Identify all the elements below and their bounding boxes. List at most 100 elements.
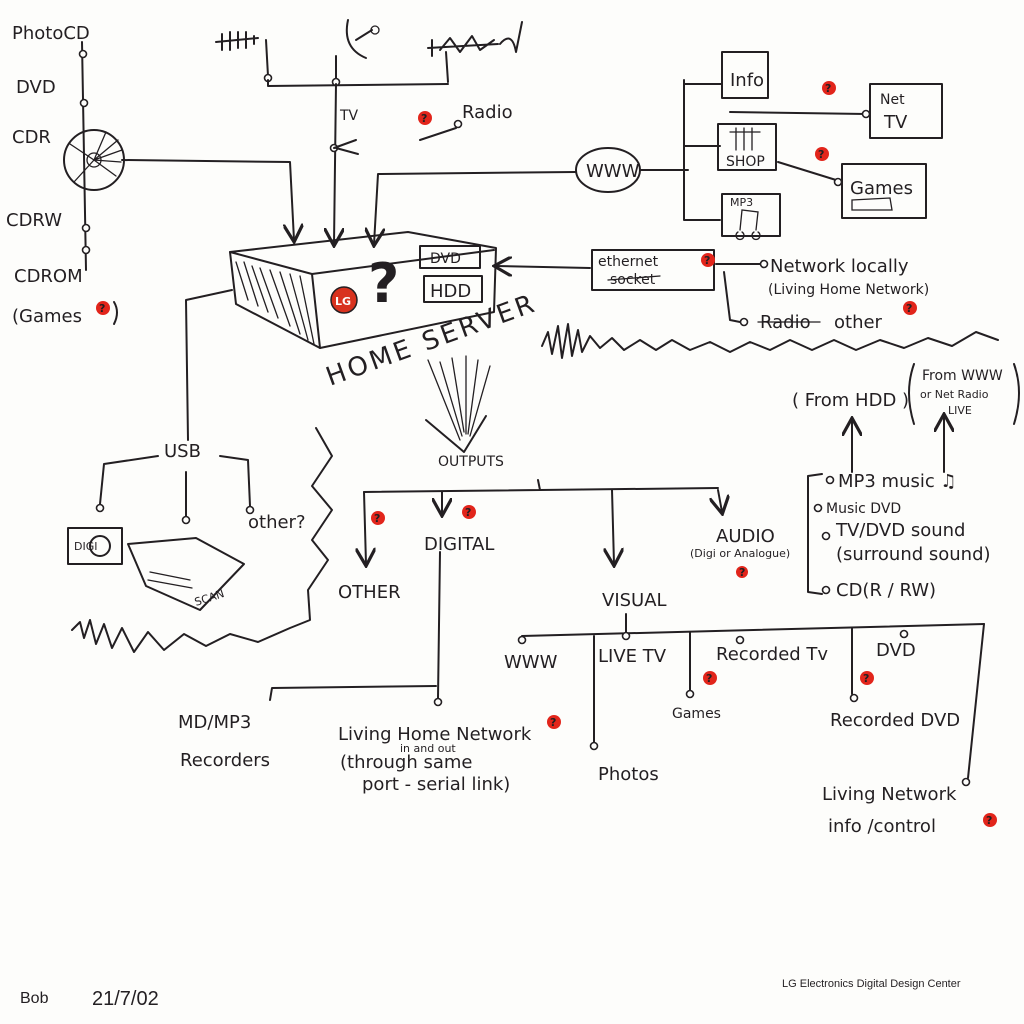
source-cdrom: CDROM	[14, 266, 83, 287]
audio-output-label: AUDIO	[716, 526, 775, 547]
server-dvd-label: DVD	[430, 251, 461, 267]
games-label: Games	[850, 178, 913, 199]
radio-antenna-icon	[427, 35, 499, 57]
usb-other-label: other?	[248, 512, 306, 533]
source-cdr: CDR	[12, 127, 51, 148]
question-mark-icon: ?	[860, 671, 874, 685]
net-tv-label-1: Net	[880, 92, 905, 108]
svg-text:?: ?	[906, 302, 912, 315]
visual-items: WWW LIVE TV Recorded Tv DVD Photos ? Gam…	[504, 613, 997, 837]
living-home-network-label: (Living Home Network)	[768, 282, 929, 298]
tv-antenna-icon	[215, 31, 259, 51]
svg-text:?: ?	[863, 672, 869, 685]
server-hdd-label: HDD	[430, 281, 471, 302]
question-mark-icon: ?	[815, 147, 829, 161]
svg-text:?: ?	[99, 302, 105, 315]
source-photocd: PhotoCD	[12, 23, 90, 44]
svg-text:?: ?	[706, 672, 712, 685]
recorders-label: Recorders	[180, 750, 270, 771]
company-credit: LG Electronics Digital Design Center	[782, 978, 961, 990]
home-server: DVD HDD ? LG HOME SERVER	[229, 231, 541, 453]
svg-text:?: ?	[739, 566, 745, 579]
usb-label: USB	[164, 441, 201, 462]
svg-text:DIGI: DIGI	[74, 540, 97, 553]
audio-note-label: (Digi or Analogue)	[690, 547, 790, 560]
question-mark-icon: ?	[96, 301, 110, 315]
scanner-icon: SCAN	[127, 537, 245, 611]
audio-item-tv-dvd-sound: TV/DVD sound	[835, 520, 965, 541]
md-mp3-label: MD/MP3	[178, 712, 251, 733]
camera-icon: DIGI	[67, 527, 123, 565]
in-and-out-label: in and out	[400, 742, 456, 755]
live-label: LIVE	[948, 404, 972, 417]
audio-item-music-dvd: Music DVD	[826, 501, 901, 517]
sketch-date: 21/7/02	[92, 988, 159, 1010]
internet-services: WWW Info Net TV ? SHOP Games ? MP3	[374, 51, 943, 244]
lg-logo-icon: LG	[330, 286, 358, 314]
svg-text:?: ?	[374, 512, 380, 525]
net-radio-label: or Net Radio	[920, 388, 989, 401]
author-signature: Bob	[20, 990, 49, 1007]
question-mark-icon: ?	[418, 111, 432, 125]
visual-www-label: WWW	[504, 652, 558, 673]
question-mark-icon: ?	[736, 566, 748, 579]
source-dvd: DVD	[16, 77, 56, 98]
question-mark-icon: ?	[703, 671, 717, 685]
output-funnel	[427, 355, 491, 441]
svg-text:?: ?	[421, 112, 427, 125]
radio-label: Radio	[462, 102, 513, 123]
info-control-label: info /control	[828, 816, 936, 837]
server-question-icon: ?	[368, 252, 399, 315]
shop-label: SHOP	[726, 154, 765, 170]
svg-text:?: ?	[550, 716, 556, 729]
socket-label: socket	[610, 272, 656, 288]
usb-block: USB other? DIGI SCAN	[67, 289, 333, 653]
visual-photos-label: Photos	[598, 764, 659, 785]
audio-item-surround: (surround sound)	[836, 544, 991, 565]
outputs-tree: OUTPUTS OTHER ? ? DIGITAL VISUAL AUDIO (…	[338, 454, 790, 611]
svg-text:?: ?	[704, 254, 710, 267]
other-label: other	[834, 312, 883, 333]
svg-text:?: ?	[465, 506, 471, 519]
svg-text:LG: LG	[335, 295, 351, 308]
audio-item-cd: CD(R / RW)	[836, 580, 936, 601]
source-cdrw: CDRW	[6, 210, 62, 231]
disc-sources: PhotoCD DVD CDR CDRW CDROM (Games ?	[6, 23, 294, 327]
source-games: (Games	[12, 306, 82, 327]
other-output-label: OTHER	[338, 582, 401, 603]
svg-text:?: ?	[825, 82, 831, 95]
ethernet-label: ethernet	[598, 254, 659, 270]
from-hdd-label: ( From HDD )	[792, 390, 909, 411]
mp3-label: MP3	[730, 196, 753, 209]
broadcast-inputs: TV Radio ?	[215, 19, 523, 244]
svg-text:?: ?	[818, 148, 824, 161]
audio-item-mp3: MP3 music ♫	[838, 471, 957, 492]
lhn-label: Living Home Network	[338, 724, 532, 745]
net-tv-label-2: TV	[883, 112, 908, 133]
from-www-label: From WWW	[922, 368, 1003, 384]
visual-live-tv-label: LIVE TV	[598, 646, 667, 667]
question-mark-icon: ?	[822, 81, 836, 95]
info-label: Info	[730, 70, 764, 91]
cd-disc-icon	[63, 129, 125, 191]
visual-output-label: VISUAL	[602, 590, 667, 611]
svg-text:SCAN: SCAN	[193, 587, 226, 609]
question-mark-icon: ?	[983, 813, 997, 827]
www-label: WWW	[586, 161, 640, 182]
tv-label: TV	[339, 108, 359, 124]
living-network-label: Living Network	[822, 784, 957, 805]
gamepad-icon	[851, 197, 893, 211]
satellite-dish-icon	[345, 19, 373, 59]
svg-text:?: ?	[986, 814, 992, 827]
signal-squiggle-usb	[71, 427, 333, 653]
digital-items: MD/MP3 Recorders Living Home Network in …	[178, 551, 561, 795]
question-mark-icon: ?	[547, 715, 561, 729]
through-same-label: (through same	[340, 752, 473, 773]
question-mark-icon: ?	[462, 505, 476, 519]
music-note-icon	[735, 209, 761, 241]
question-mark-icon: ?	[371, 511, 385, 525]
visual-games-label: Games	[672, 706, 721, 722]
visual-recorded-tv-label: Recorded Tv	[716, 644, 828, 665]
signal-squiggle	[541, 323, 999, 359]
ethernet-block: ethernet socket ? Network locally (Livin…	[496, 249, 999, 359]
